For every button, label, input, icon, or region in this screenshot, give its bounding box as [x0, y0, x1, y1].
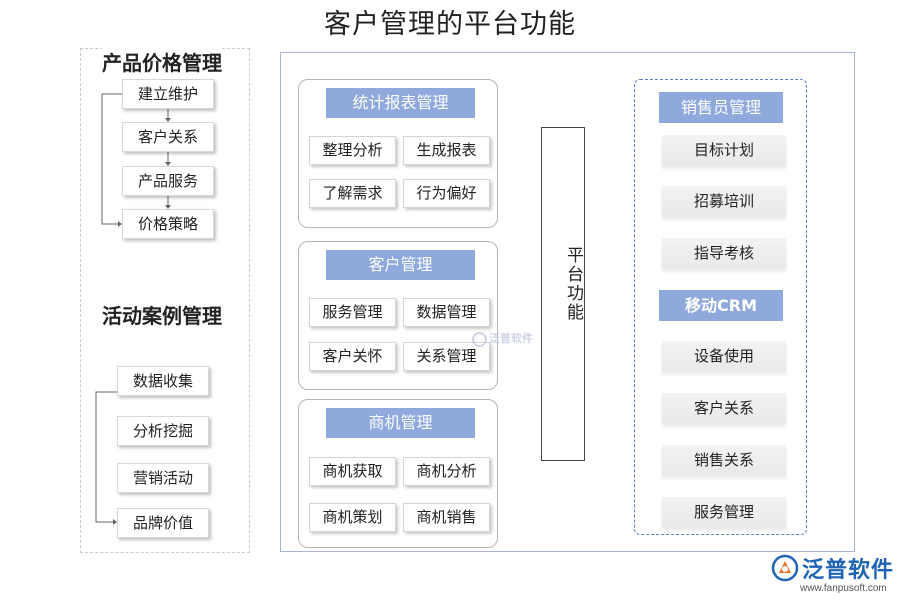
- group-item: 了解需求: [309, 179, 396, 208]
- list-item: 产品服务: [122, 166, 214, 196]
- main-frame: [280, 52, 855, 552]
- section-header-mobile-crm: 移动CRM: [659, 290, 783, 321]
- page-title: 客户管理的平台功能: [324, 9, 576, 40]
- group-item: 行为偏好: [403, 179, 490, 208]
- right-panel: [634, 79, 807, 535]
- group-item: 关系管理: [403, 342, 490, 371]
- group-item: 生成报表: [403, 136, 490, 165]
- group-item: 商机获取: [309, 457, 396, 486]
- watermark: 泛普软件: [472, 330, 533, 347]
- group-item: 商机策划: [309, 503, 396, 532]
- section-title-activity: 活动案例管理: [102, 300, 222, 329]
- group-item: 整理分析: [309, 136, 396, 165]
- list-item: 价格策略: [122, 209, 214, 239]
- list-item: 建立维护: [122, 79, 214, 109]
- list-item: 客户关系: [122, 122, 214, 152]
- platform-label: 平台功能: [563, 246, 583, 322]
- brand-logo-icon: [771, 554, 799, 582]
- list-item: 品牌价值: [117, 508, 209, 538]
- group-item: 服务管理: [309, 298, 396, 327]
- group-header: 商机管理: [326, 408, 475, 438]
- group-header: 统计报表管理: [326, 88, 475, 118]
- list-item: 营销活动: [117, 463, 209, 493]
- list-item: 分析挖掘: [117, 416, 209, 446]
- list-item: 客户关系: [662, 393, 786, 424]
- watermark-text: 泛普软件: [489, 332, 533, 345]
- group-item: 商机分析: [403, 457, 490, 486]
- group-item: 客户关怀: [309, 342, 396, 371]
- list-item: 数据收集: [117, 366, 209, 396]
- brand-name: 泛普软件: [802, 558, 895, 583]
- group-header: 客户管理: [326, 250, 475, 280]
- list-item: 服务管理: [662, 497, 786, 528]
- brand-url: www.fanpusoft.com: [800, 583, 887, 594]
- list-item: 招募培训: [662, 186, 786, 217]
- list-item: 销售关系: [662, 445, 786, 476]
- list-item: 设备使用: [662, 341, 786, 372]
- platform-box: 平台功能: [541, 127, 585, 461]
- group-item: 数据管理: [403, 298, 490, 327]
- brand-logo: 泛普软件 www.fanpusoft.com: [770, 552, 895, 597]
- section-title-price: 产品价格管理: [102, 47, 222, 76]
- section-header-sales: 销售员管理: [659, 92, 783, 123]
- group-item: 商机销售: [403, 503, 490, 532]
- watermark-logo-icon: [472, 331, 487, 347]
- list-item: 目标计划: [662, 135, 786, 166]
- list-item: 指导考核: [662, 238, 786, 269]
